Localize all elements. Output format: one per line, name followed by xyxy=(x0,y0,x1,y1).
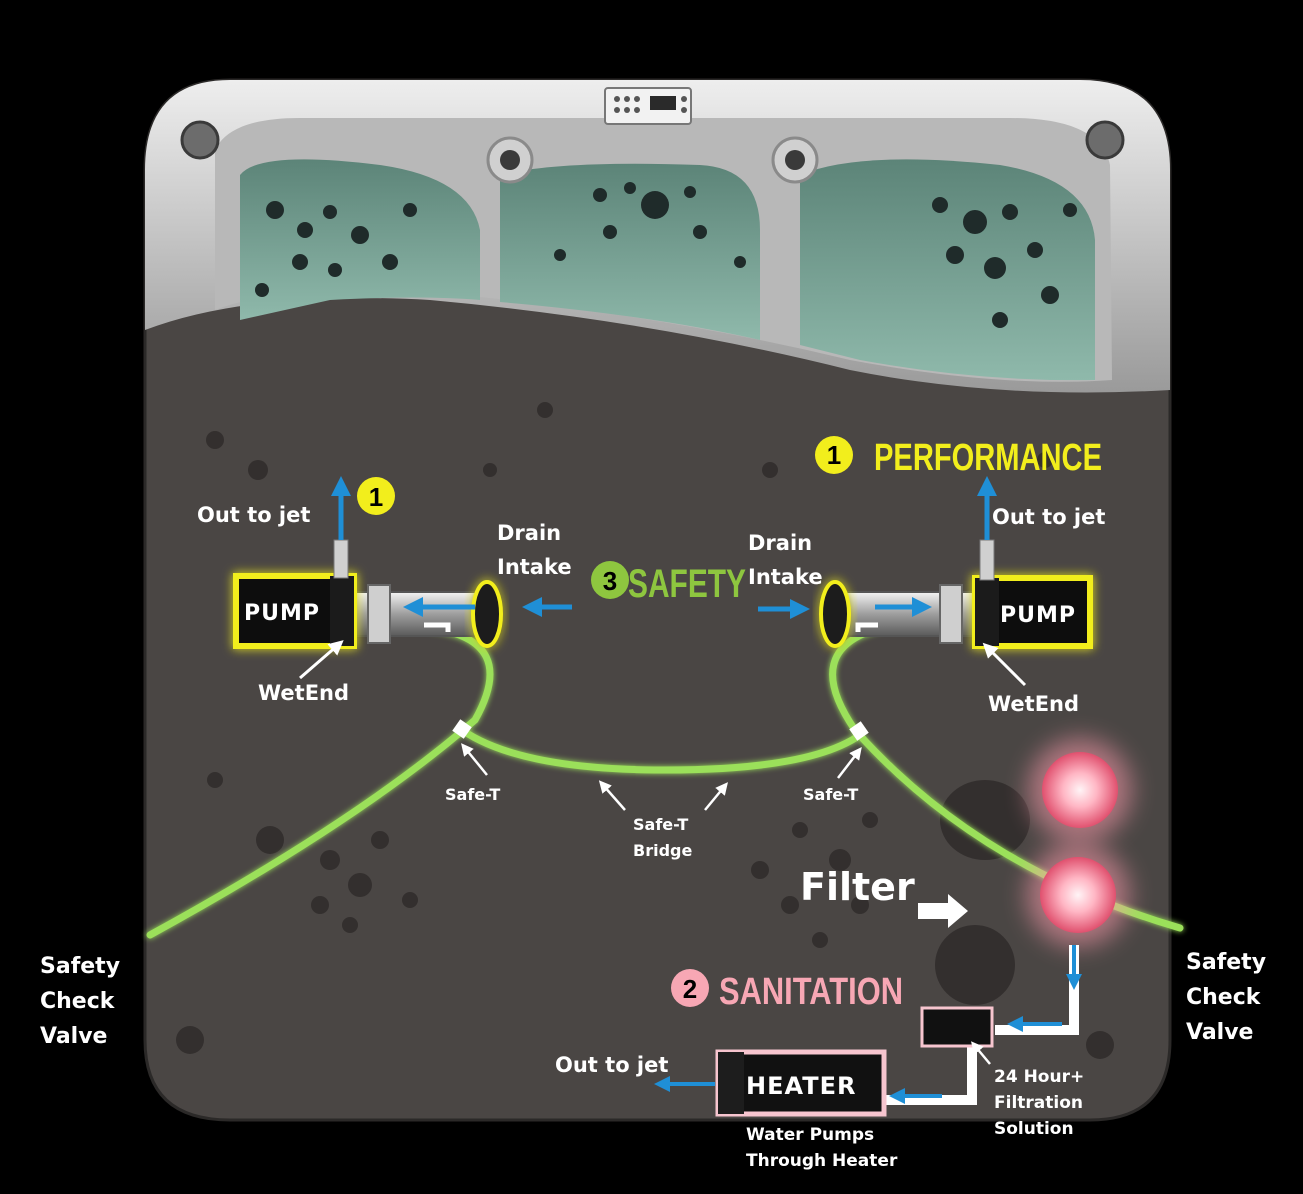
left-drain-line1: Drain xyxy=(497,521,561,545)
safety-number: 3 xyxy=(603,566,617,596)
right-out-to-jet: Out to jet xyxy=(992,505,1105,529)
right-pump-assembly xyxy=(758,476,1093,687)
sanitation-label: SANITATION xyxy=(719,971,903,1013)
left-jet-number: 1 xyxy=(369,482,383,512)
left-safe-t-fitting xyxy=(452,719,472,739)
left-wetend-label: WetEnd xyxy=(258,681,349,705)
performance-number: 1 xyxy=(827,440,841,470)
safety-number-badge xyxy=(591,561,629,599)
left-check-valve-line3: Valve xyxy=(40,1024,107,1049)
right-drain-line2: Intake xyxy=(748,565,823,589)
filtration-pump xyxy=(920,1006,994,1048)
left-pump-assembly xyxy=(233,476,572,680)
performance-label: PERFORMANCE xyxy=(874,437,1102,479)
safe-t-bridge-line2: Bridge xyxy=(633,841,692,860)
safe-t-bridge-line xyxy=(458,726,864,774)
right-safe-t-label: Safe-T xyxy=(803,785,858,804)
left-out-to-jet: Out to jet xyxy=(197,503,310,527)
heater-out-to-jet: Out to jet xyxy=(555,1053,668,1077)
right-check-valve-label: Safety Check Valve xyxy=(1186,950,1266,1045)
left-pump-label: PUMP xyxy=(244,601,320,626)
tub-floor-jets xyxy=(176,402,1114,1059)
filtration-note-line3: Solution xyxy=(994,1119,1074,1139)
right-drain-line1: Drain xyxy=(748,531,812,555)
right-drain-intake xyxy=(819,580,851,648)
left-check-valve-label: Safety Check Valve xyxy=(40,954,120,1049)
tub-acrylic-top xyxy=(145,80,1170,393)
filter-pointer-arrow xyxy=(918,894,968,928)
safe-t-bridge-line1: Safe-T xyxy=(633,815,688,834)
left-drain-intake xyxy=(471,580,503,648)
filter-upper xyxy=(1042,752,1118,828)
left-check-valve-line2: Check xyxy=(40,989,116,1014)
filter-units xyxy=(918,738,1132,947)
filtration-note-line2: Filtration xyxy=(994,1093,1083,1113)
right-safe-t-pointer xyxy=(837,747,862,779)
heater-label: HEATER xyxy=(746,1072,856,1100)
right-check-valve-line3: Valve xyxy=(1186,1020,1253,1045)
filtration-labels: Filter HEATER Water Pumps Through Heater… xyxy=(555,865,1084,1171)
sanitation-heading: 2 SANITATION xyxy=(671,969,903,1013)
safe-t-labels: Safe-T Safe-T Safe-T Bridge xyxy=(445,785,858,860)
right-check-valve-line2: Check xyxy=(1186,985,1262,1010)
control-panel xyxy=(604,87,692,125)
performance-heading: 1 PERFORMANCE xyxy=(815,436,1102,479)
left-safe-t-label: Safe-T xyxy=(445,785,500,804)
right-pump-label: PUMP xyxy=(1000,603,1076,628)
left-safe-t-pointer xyxy=(461,743,488,776)
left-suction-line xyxy=(146,624,494,939)
right-safe-t-fitting xyxy=(849,721,869,741)
heater-body xyxy=(715,1049,887,1117)
left-check-valve-line1: Safety xyxy=(40,954,120,979)
performance-number-badge xyxy=(815,436,853,474)
filter-lower xyxy=(1040,857,1116,933)
heater-caption-line2: Through Heater xyxy=(746,1151,898,1171)
left-jet-number-badge xyxy=(357,477,395,515)
filter-label: Filter xyxy=(800,865,915,909)
safety-heading: 3 SAFETY xyxy=(591,561,746,606)
filtration-note-line1: 24 Hour+ xyxy=(994,1067,1084,1087)
safety-label: SAFETY xyxy=(628,562,746,606)
right-wetend-label: WetEnd xyxy=(988,692,1079,716)
filtration-plumbing xyxy=(654,945,1082,1117)
sanitation-number: 2 xyxy=(683,974,697,1004)
bridge-pointer-right xyxy=(704,782,728,811)
sanitation-number-badge xyxy=(671,969,709,1007)
left-unit-labels: 1 Out to jet PUMP WetEnd Drain Intake xyxy=(197,477,572,705)
heater-caption-line1: Water Pumps xyxy=(746,1125,874,1145)
right-unit-labels: Out to jet PUMP WetEnd Drain Intake xyxy=(748,505,1105,716)
left-drain-line2: Intake xyxy=(497,555,572,579)
bridge-pointer-left xyxy=(598,780,626,811)
right-check-valve-line1: Safety xyxy=(1186,950,1266,975)
